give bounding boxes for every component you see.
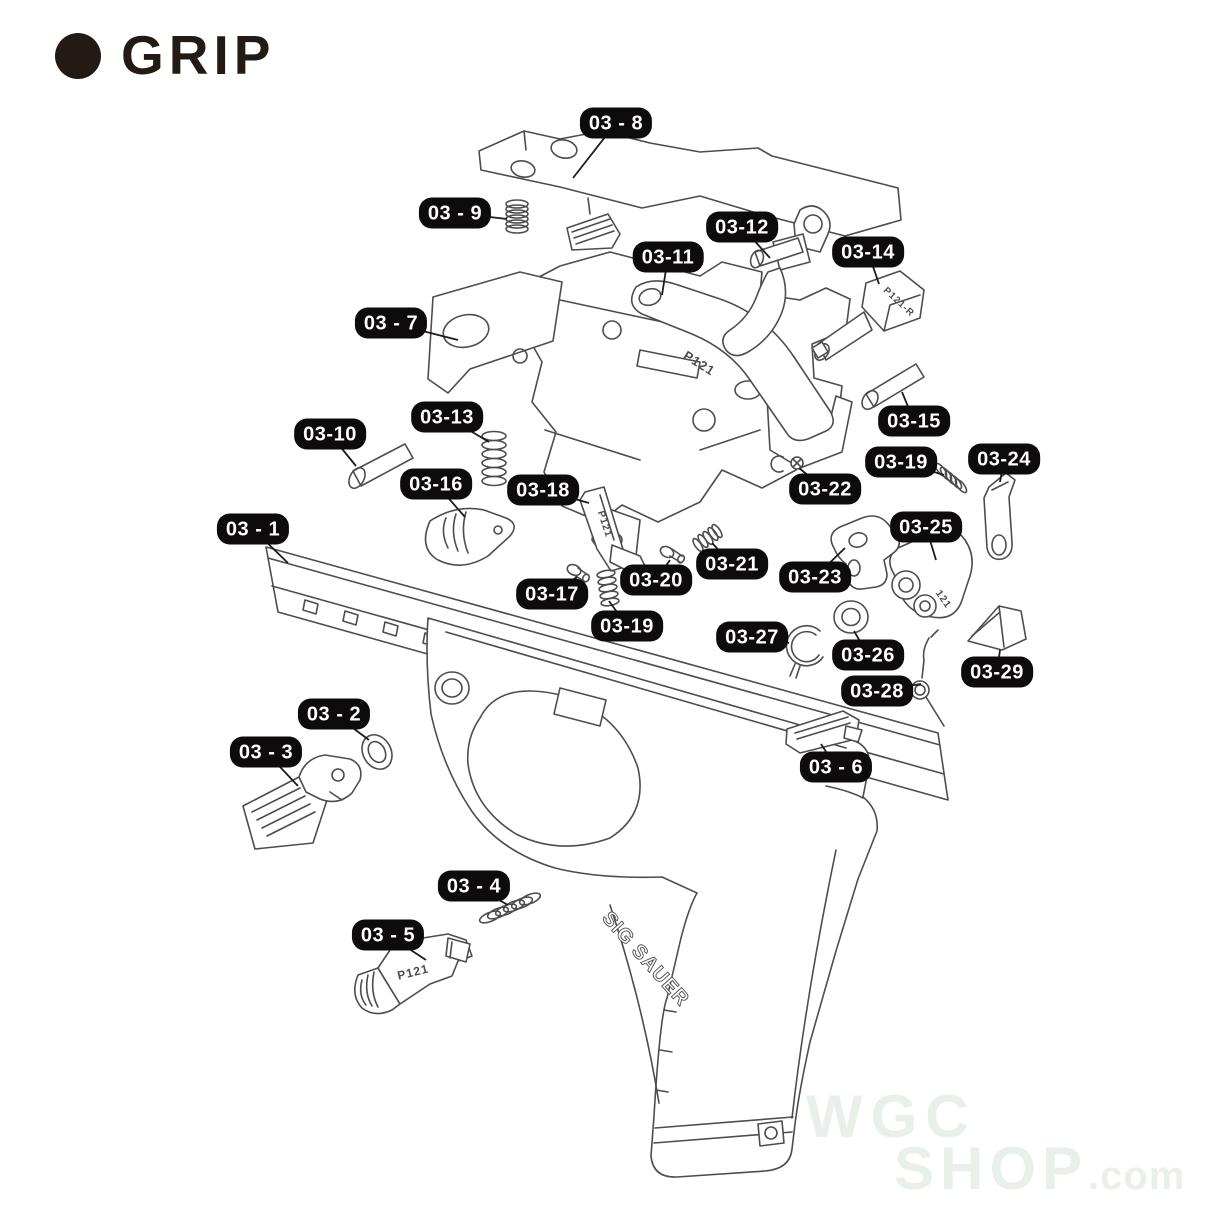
leader-line (876, 683, 922, 692)
leader-line (333, 713, 370, 741)
leader-line (741, 226, 771, 259)
bullet-icon (55, 32, 101, 79)
watermark-shop: SHOP.com (894, 1135, 1186, 1202)
leader-line (751, 636, 790, 644)
part-safety-lever (811, 270, 925, 361)
leader-line (252, 528, 289, 564)
part-slide-stop (242, 754, 362, 850)
part-slide-catch-spring (505, 199, 529, 234)
part-pin-long (861, 363, 925, 411)
leader-line (661, 256, 669, 296)
leader-line (820, 743, 837, 768)
part-grip-module (426, 617, 879, 1178)
leader-line (572, 122, 617, 179)
part-spring-d (934, 462, 968, 494)
part-grip-wedge (967, 605, 1027, 651)
leader-line (542, 489, 590, 504)
page-title: GRIP (121, 24, 276, 86)
leader-line (711, 542, 733, 565)
part-spring-vertical (481, 430, 507, 487)
leader-line (446, 416, 490, 443)
part-screw-b (659, 545, 686, 564)
part-spring-b (596, 569, 620, 607)
leader-line (454, 212, 508, 220)
section-title: GRIP (55, 28, 275, 83)
leader-line (900, 461, 945, 476)
part-trigger (722, 205, 831, 357)
part-takedown-lever (354, 933, 473, 1015)
watermark-wgc: WGC (806, 1083, 977, 1150)
part-o-ring (361, 734, 393, 770)
leader-line (655, 559, 671, 581)
part-clip-screw (770, 455, 804, 473)
leader-line (608, 600, 628, 627)
leader-line (853, 630, 869, 656)
leader-line (390, 322, 459, 341)
leader-line (814, 547, 846, 578)
leader-line (551, 576, 578, 595)
part-hammer-housing (889, 528, 973, 619)
part-screw-a (566, 563, 591, 583)
leader-line (999, 458, 1005, 483)
leader-line (798, 467, 826, 490)
leader-line (901, 391, 915, 422)
leader-line (996, 649, 1001, 673)
leader-line (329, 433, 357, 467)
part-o-ring-small (833, 600, 869, 634)
part-mag-catch (785, 710, 863, 754)
leader-line (867, 251, 880, 285)
leader-line (387, 934, 427, 961)
leader-line (925, 526, 937, 561)
leader-line (473, 885, 509, 906)
part-pin-short (348, 443, 414, 490)
part-spring-e (478, 892, 542, 924)
leader-line (265, 751, 299, 787)
part-strut (983, 472, 1016, 561)
part-trigger-bar (630, 280, 834, 442)
part-slide-release (424, 507, 515, 566)
watermark-com: .com (1088, 1154, 1186, 1198)
leader-line (435, 483, 466, 518)
